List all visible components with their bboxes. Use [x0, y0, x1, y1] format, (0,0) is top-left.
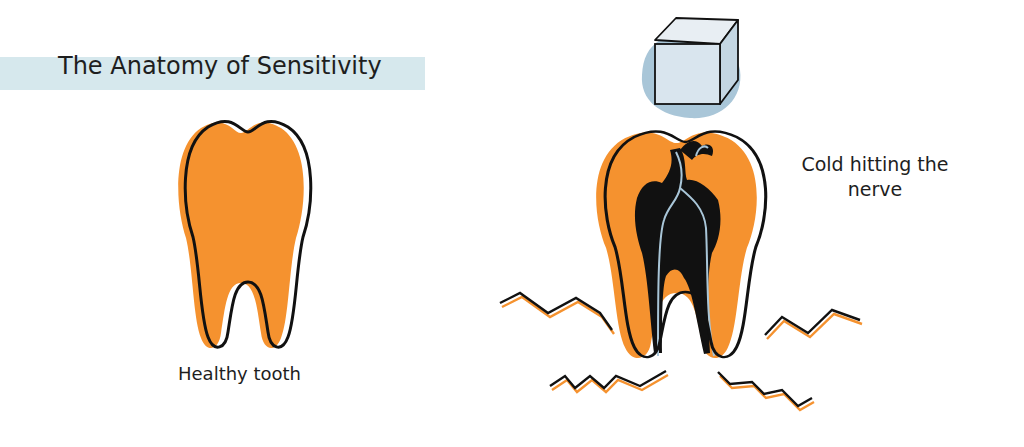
ice-cube [642, 18, 741, 118]
crack [680, 141, 713, 160]
diagram-title: The Anatomy of Sensitivity [58, 52, 382, 80]
tooth-caption: Cold hitting the nerve [800, 152, 950, 201]
tooth-caption: Healthy tooth [178, 362, 348, 385]
healthy-tooth [178, 121, 310, 348]
sensitive-tooth [596, 131, 766, 358]
shock-lines [500, 293, 862, 410]
